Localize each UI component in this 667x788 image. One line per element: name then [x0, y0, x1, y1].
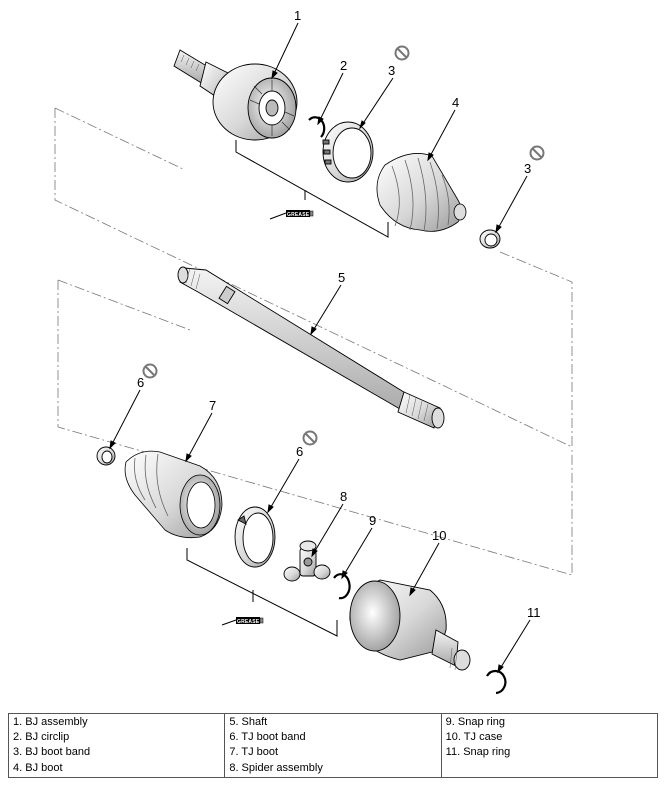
- legend-column-1: 1. BJ assembly 2. BJ circlip 3. BJ boot …: [7, 713, 226, 778]
- bj-bracket: [235, 140, 389, 238]
- shaft: [177, 266, 445, 429]
- tj-boot-band-small: [96, 446, 116, 466]
- legend-item: 11. Snap ring: [445, 746, 511, 759]
- callout-3: 3: [388, 63, 395, 78]
- legend-item: 8. Spider assembly: [229, 761, 323, 774]
- bj-boot-band-small: [479, 229, 501, 249]
- snap-ring-11: [486, 669, 507, 695]
- legend-item: 4. BJ boot: [13, 761, 63, 774]
- callout-6: 6: [137, 375, 144, 390]
- grease-label: GREASE: [287, 212, 310, 218]
- do-not-reuse-icons: [142, 45, 545, 446]
- callout-2: 2: [340, 58, 347, 73]
- callout-8: 8: [340, 489, 347, 504]
- legend-item: 9. Snap ring: [445, 716, 505, 728]
- tj-case: [349, 579, 471, 671]
- callout-6: 6: [296, 444, 303, 459]
- callout-4: 4: [452, 95, 459, 110]
- snap-ring-9: [333, 573, 351, 600]
- tj-boot: [124, 450, 223, 539]
- legend-item: 6. TJ boot band: [229, 731, 306, 744]
- brackets: [186, 140, 389, 637]
- prohibited-icon: [394, 45, 410, 61]
- grease-tube-icon: GREASE: [269, 210, 314, 220]
- grease-tube-icon: GREASE: [221, 617, 264, 626]
- legend-item: 1. BJ assembly: [13, 716, 88, 728]
- callout-7: 7: [209, 398, 216, 413]
- prohibited-icon: [302, 430, 318, 446]
- grease-label: GREASE: [237, 619, 260, 625]
- legend-column-2: 5. Shaft 6. TJ boot band 7. TJ boot 8. S…: [224, 713, 442, 778]
- prohibited-icon: [529, 145, 545, 161]
- lower-frame-line: [57, 280, 573, 576]
- callout-9: 9: [369, 513, 376, 528]
- lower-frame-top: [57, 279, 191, 331]
- callout-1: 1: [294, 8, 301, 23]
- legend-column-3: 9. Snap ring 10. TJ case 11. Snap ring: [440, 713, 659, 778]
- upper-frame-line: [54, 108, 573, 448]
- callout-5: 5: [338, 270, 345, 285]
- tj-bracket: [186, 548, 338, 637]
- bj-boot: [376, 153, 467, 232]
- parts-legend-table: 1. BJ assembly 2. BJ circlip 3. BJ boot …: [7, 713, 659, 778]
- callout-10: 10: [432, 528, 446, 543]
- legend-item: 10. TJ case: [445, 731, 503, 744]
- spider-assembly: [283, 540, 331, 582]
- callout-numbers: 1 2 3 4 3 5 6 7 6 8 9 10 11: [137, 8, 541, 620]
- upper-frame-top-right: [499, 251, 573, 283]
- bj-circlip: [308, 116, 326, 138]
- legend-item: 3. BJ boot band: [13, 746, 91, 759]
- centerline-frames: [54, 107, 573, 576]
- tj-boot-band-large: [234, 506, 276, 568]
- legend-item: 7. TJ boot: [229, 746, 279, 759]
- bj-assembly: [173, 49, 298, 141]
- driveshaft-exploded-diagram: GREASE GREASE: [54, 8, 573, 695]
- callout-3: 3: [524, 161, 531, 176]
- callout-11: 11: [527, 605, 541, 620]
- legend-item: 2. BJ circlip: [13, 731, 70, 744]
- legend-item: 5. Shaft: [229, 716, 268, 728]
- legend-row: 1. BJ assembly 2. BJ circlip 3. BJ boot …: [7, 713, 659, 778]
- bj-boot-band-large: [322, 121, 374, 183]
- prohibited-icon: [142, 363, 158, 379]
- leader-lines: [109, 22, 531, 674]
- upper-frame-top: [54, 107, 186, 171]
